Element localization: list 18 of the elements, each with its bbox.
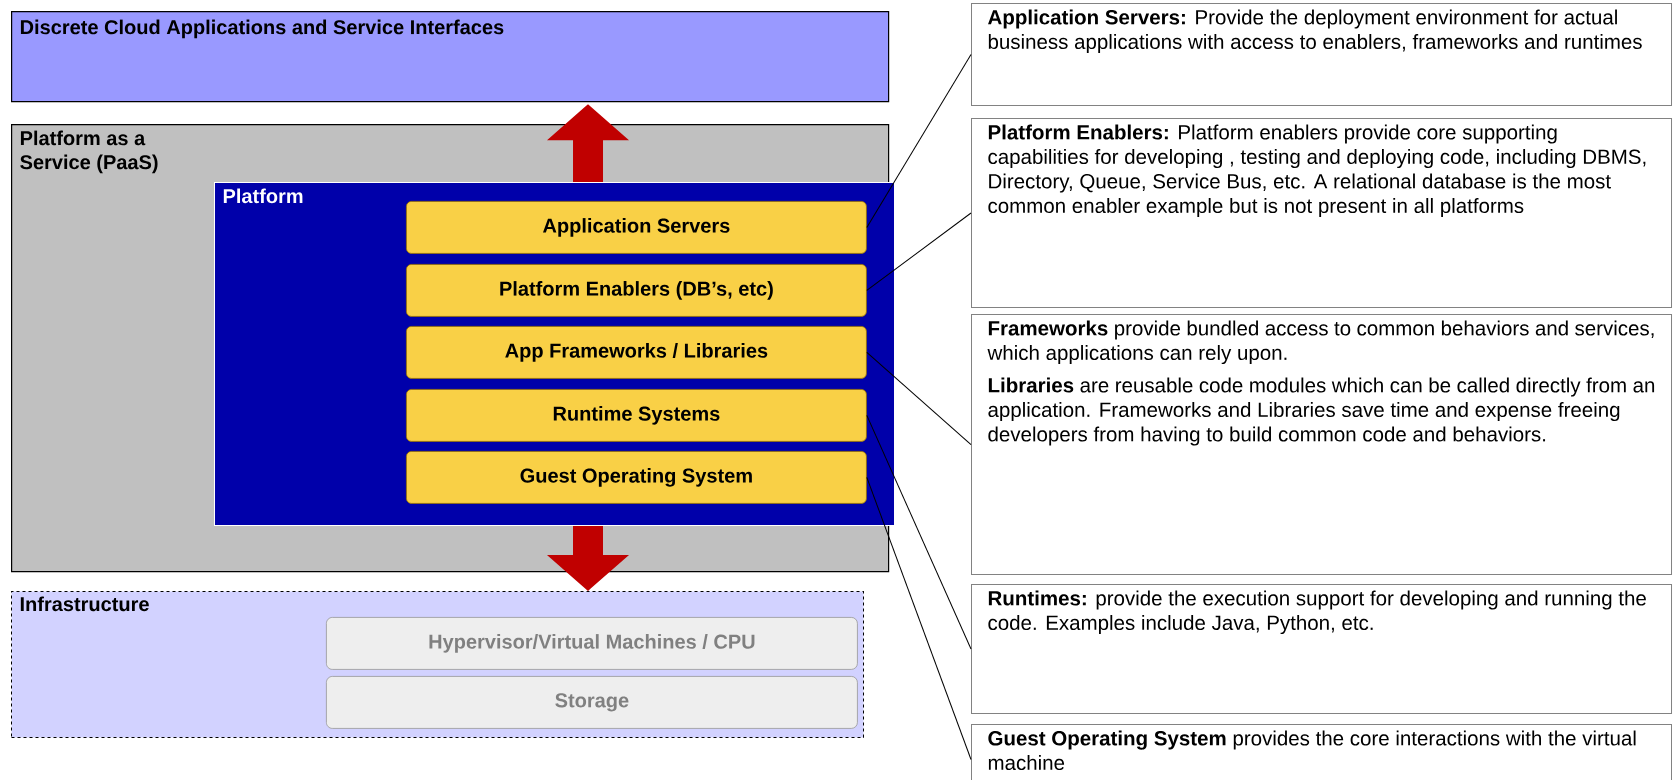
description-box: Runtimes: provide the execution support for developing and running the code. Examples include Java, Python, etc. xyxy=(971,584,1672,714)
component-box: App Frameworks / Libraries xyxy=(406,326,867,379)
leader-line xyxy=(866,212,972,291)
component-box: Runtime Systems xyxy=(406,389,867,442)
leader-line xyxy=(866,54,972,228)
leader-line xyxy=(866,414,972,650)
description-box: Guest Operating System provides the core interactions with the virtual machine xyxy=(971,724,1672,780)
resource-box: Hypervisor/Virtual Machines / CPU xyxy=(326,617,858,670)
description-box: Frameworks provide bundled access to common behaviors and services, which applications can rely upon. Libraries are reusable code modules which can be called directly from an application. Frameworks and Libraries save time and expense freeing developers from having to build common code and behaviors. xyxy=(971,314,1672,575)
layer-box: Discrete Cloud Applications and Service Interfaces xyxy=(11,11,890,103)
component-box: Guest Operating System xyxy=(406,451,867,504)
description-box: Application Servers: Provide the deployment environment for actual business applications with access to enablers, frameworks and runtimes xyxy=(971,3,1672,106)
leader-line xyxy=(866,476,972,760)
component-box: Platform Enablers (DB’s, etc) xyxy=(406,264,867,317)
leader-line xyxy=(866,351,972,445)
description-box: Platform Enablers: Platform enablers provide core supporting capabilities for developing , testing and deploying code, including DBMS, Directory, Queue, Service Bus, etc. A relational database is the most common enabler example but is not present in all platforms xyxy=(971,118,1672,308)
resource-box: Storage xyxy=(326,676,858,729)
component-box: Application Servers xyxy=(406,201,867,254)
